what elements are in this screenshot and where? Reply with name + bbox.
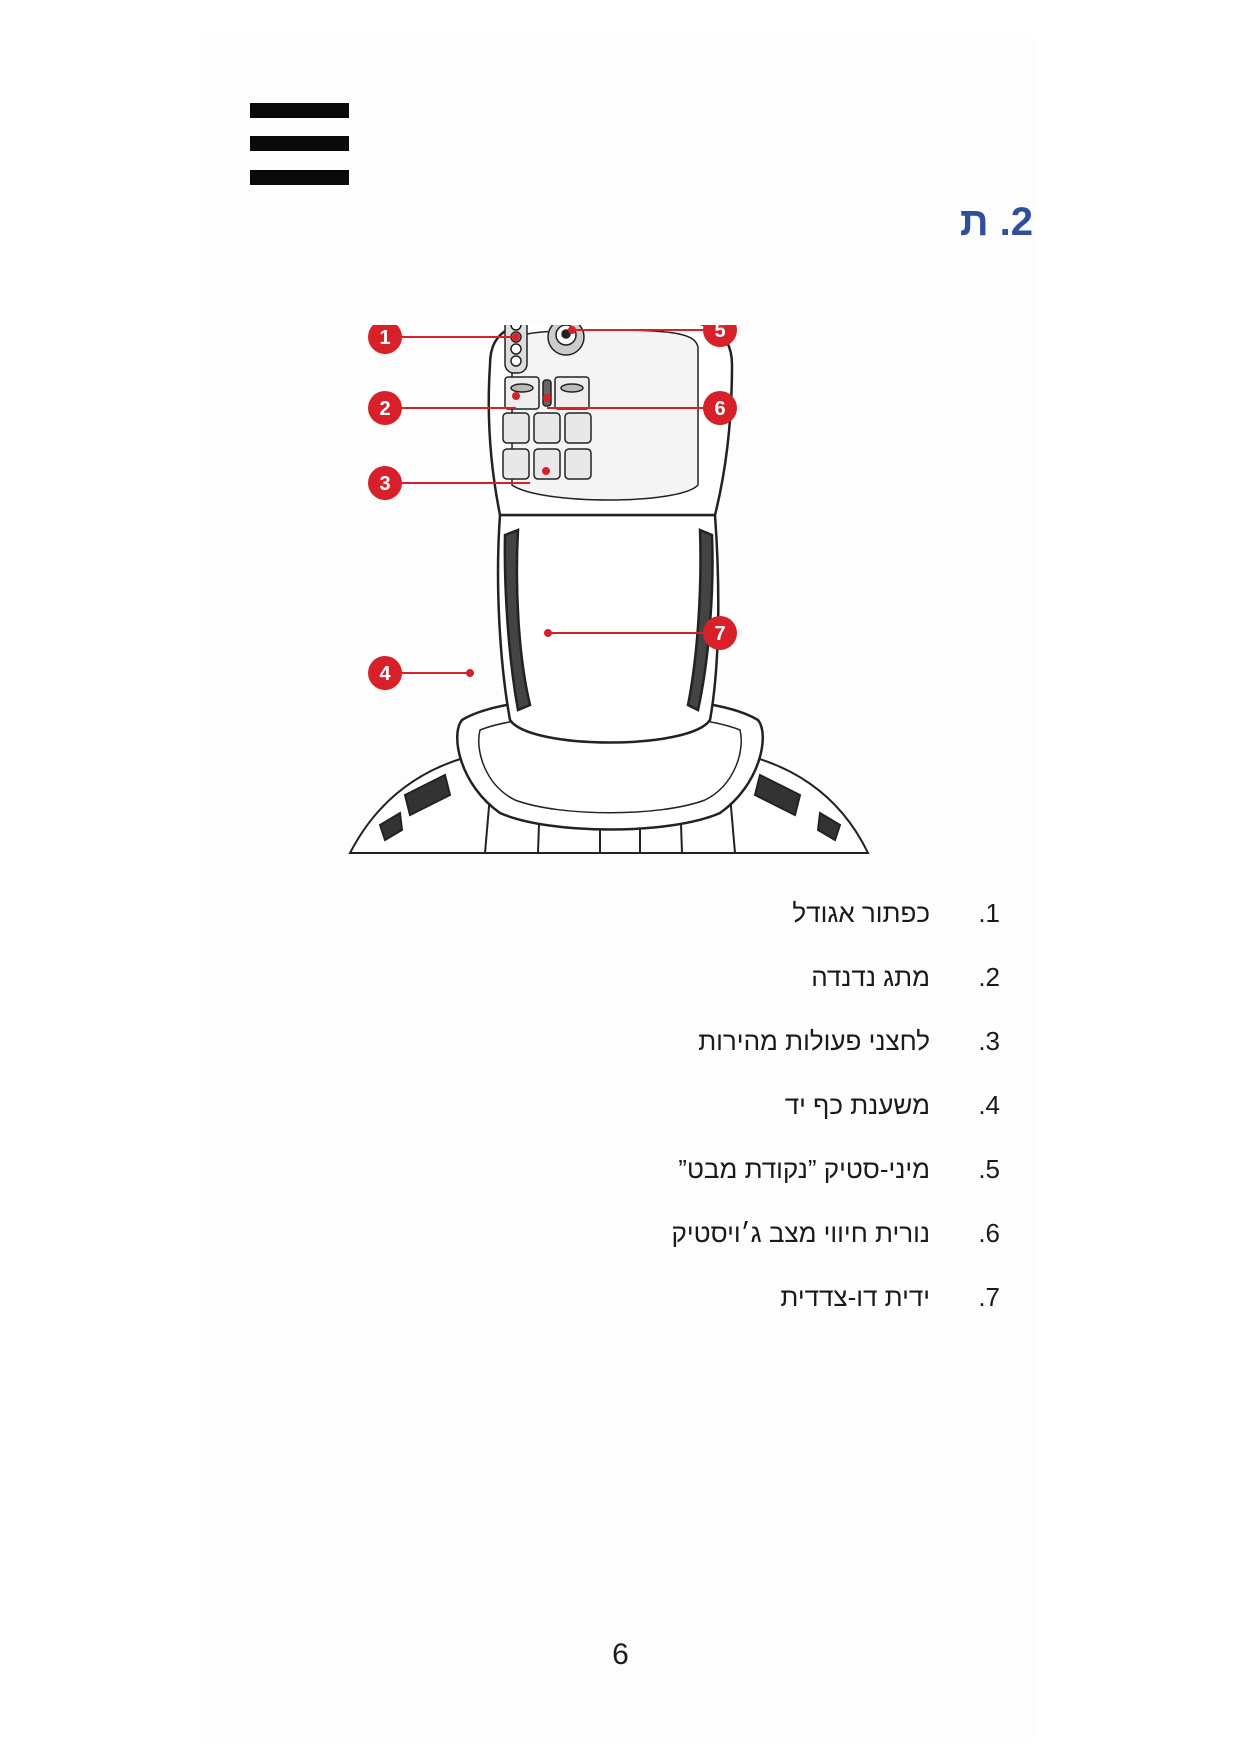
page-background xyxy=(200,38,1038,1738)
menu-icon-bar xyxy=(250,136,349,151)
legend-label: מיני-סטיק ”נקודת מבט” xyxy=(678,1154,930,1184)
menu-icon-bar xyxy=(250,170,349,185)
callout-number: 7 xyxy=(714,623,725,645)
legend-item: .1 כפתור אגודל xyxy=(600,898,1000,962)
callout-badge-4: 4 xyxy=(368,656,402,690)
legend-label: כפתור אגודל xyxy=(792,898,930,928)
thumb-button xyxy=(504,314,528,374)
legend-label: לחצני פעולות מהירות xyxy=(698,1026,930,1056)
component-legend: .1 כפתור אגודל .2 מתג נדנדה .3 לחצני פעו… xyxy=(600,898,1000,1346)
legend-label: מתג נדנדה xyxy=(811,962,930,992)
callout-number: 4 xyxy=(379,663,391,685)
legend-number: .7 xyxy=(978,1282,1000,1312)
legend-label: ידית דו-צדדית xyxy=(780,1282,930,1312)
legend-item: .5 מיני-סטיק ”נקודת מבט” xyxy=(600,1154,1000,1218)
legend-item: .7 ידית דו-צדדית xyxy=(600,1282,1000,1346)
callout-number: 2 xyxy=(379,398,390,420)
callout-number: 1 xyxy=(379,327,390,349)
callout-number: 5 xyxy=(714,325,725,342)
legend-label: משענת כף יד xyxy=(784,1090,930,1120)
legend-number: .6 xyxy=(978,1218,1000,1248)
callout-number: 3 xyxy=(379,473,390,495)
legend-item: .2 מתג נדנדה xyxy=(600,962,1000,1026)
legend-item: .3 לחצני פעולות מהירות xyxy=(600,1026,1000,1090)
joystick-illustration: 1 2 3 4 5 6 7 xyxy=(348,313,870,854)
callout-badge-2: 2 xyxy=(368,391,402,425)
legend-item: .4 משענת כף יד xyxy=(600,1090,1000,1154)
menu-icon-bar xyxy=(250,103,349,118)
legend-number: .3 xyxy=(978,1026,1000,1056)
joystick-grip xyxy=(496,513,720,744)
legend-number: .4 xyxy=(978,1090,1000,1120)
rocker-switch xyxy=(504,376,590,410)
joystick-figure: 1 2 3 4 5 6 7 xyxy=(340,313,880,855)
legend-number: .5 xyxy=(978,1154,1000,1184)
callout-badge-3: 3 xyxy=(368,466,402,500)
legend-number: .1 xyxy=(978,898,1000,928)
callout-badge-6: 6 xyxy=(703,391,737,425)
quick-action-buttons xyxy=(502,412,592,480)
hamburger-menu-icon[interactable] xyxy=(250,103,349,185)
callout-lines xyxy=(400,326,705,677)
page-number: 6 xyxy=(612,1638,629,1671)
callout-badge-7: 7 xyxy=(703,616,737,650)
section-title: 2. ת xyxy=(959,200,1033,244)
callout-badge-1: 1 xyxy=(368,320,402,354)
legend-label: נורית חיווי מצב ג׳ויסטיק xyxy=(671,1218,930,1248)
legend-item: .6 נורית חיווי מצב ג׳ויסטיק xyxy=(600,1218,1000,1282)
callout-number: 6 xyxy=(714,398,725,420)
legend-number: .2 xyxy=(978,962,1000,992)
